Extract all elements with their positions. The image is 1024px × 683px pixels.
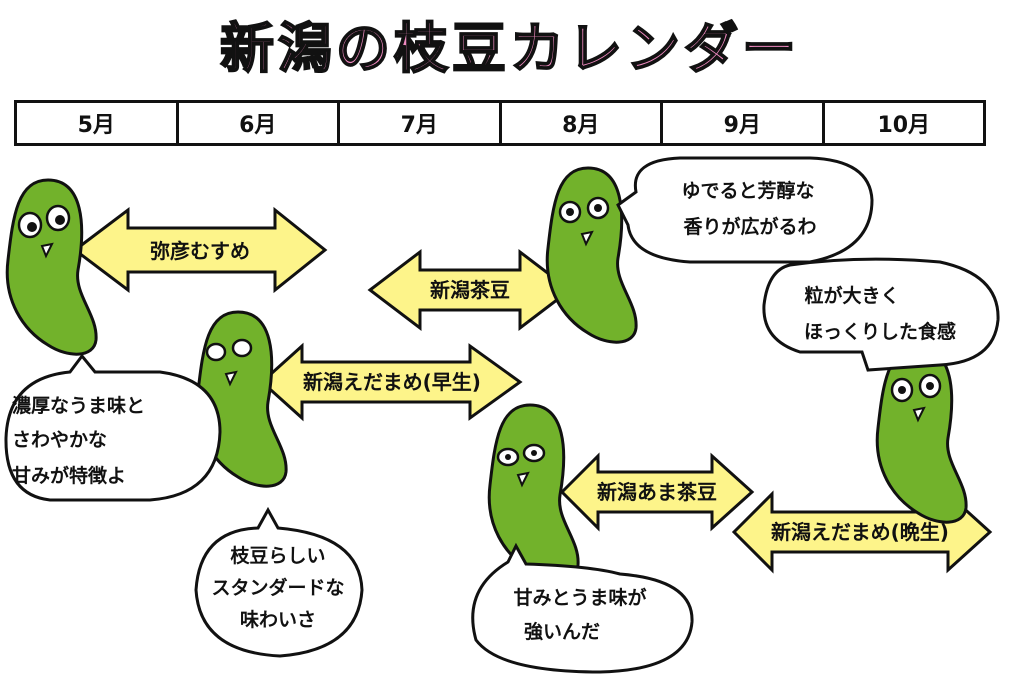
svg-text:甘みが特徴よ: 甘みが特徴よ — [12, 464, 126, 487]
bean-character-3 — [545, 166, 638, 344]
arrow-yahiko-musume: 弥彦むすめ — [72, 206, 328, 294]
svg-text:さわやかな: さわやかな — [12, 429, 107, 451]
month-timeline: 5月 6月 7月 8月 9月 10月 — [14, 100, 986, 146]
speech-bubble-amachamame: 甘みとうま味が 強いんだ — [471, 542, 694, 674]
bean-character-4 — [487, 403, 580, 581]
svg-text:ほっくりした食感: ほっくりした食感 — [804, 320, 956, 343]
arrow-label-yahiko-musume: 弥彦むすめ — [150, 239, 250, 263]
speech-bubble-early: 枝豆らしい スタンダードな 味わいさ — [194, 506, 364, 658]
svg-text:ゆでると芳醇な: ゆでると芳醇な — [681, 179, 814, 202]
arrow-niigata-amachamame: 新潟あま茶豆 — [559, 452, 755, 532]
arrow-niigata-chamame: 新潟茶豆 — [367, 248, 573, 332]
arrow-label-edamame-late: 新潟えだまめ(晩生) — [771, 520, 949, 544]
month-september: 9月 — [663, 103, 825, 143]
arrow-edamame-early: 新潟えだまめ(早生) — [259, 342, 523, 422]
arrow-label-niigata-chamame: 新潟茶豆 — [430, 278, 510, 302]
month-october: 10月 — [877, 113, 931, 138]
svg-text:濃厚なうま味と: 濃厚なうま味と — [12, 395, 145, 417]
svg-text:スタンダードな: スタンダードな — [211, 576, 344, 599]
svg-text:甘みとうま味が: 甘みとうま味が — [513, 586, 646, 609]
arrow-label-niigata-amachamame: 新潟あま茶豆 — [597, 480, 717, 504]
month-july: 7月 — [340, 103, 502, 143]
svg-text:味わいさ: 味わいさ — [240, 609, 316, 631]
month-august: 8月 — [502, 103, 663, 143]
bean-character-1 — [5, 178, 98, 356]
speech-bubble-yahiko: 濃厚なうま味と さわやかな 甘みが特徴よ — [4, 353, 222, 502]
svg-text:枝豆らしい: 枝豆らしい — [230, 544, 325, 567]
bean-character-2 — [195, 310, 288, 488]
page-title: 新潟の枝豆カレンダー — [219, 16, 800, 81]
month-may: 5月 — [17, 103, 179, 143]
arrow-label-edamame-early: 新潟えだまめ(早生) — [303, 370, 481, 394]
svg-text:粒が大きく: 粒が大きく — [804, 284, 899, 307]
bean-character-5 — [875, 346, 968, 524]
month-june: 6月 — [179, 103, 340, 143]
svg-text:強いんだ: 強いんだ — [524, 621, 600, 643]
speech-bubble-late: 粒が大きく ほっくりした食感 — [762, 257, 1000, 372]
speech-bubble-chamame: ゆでると芳醇な 香りが広がるわ — [616, 156, 874, 264]
svg-text:香りが広がるわ: 香りが広がるわ — [682, 215, 816, 238]
